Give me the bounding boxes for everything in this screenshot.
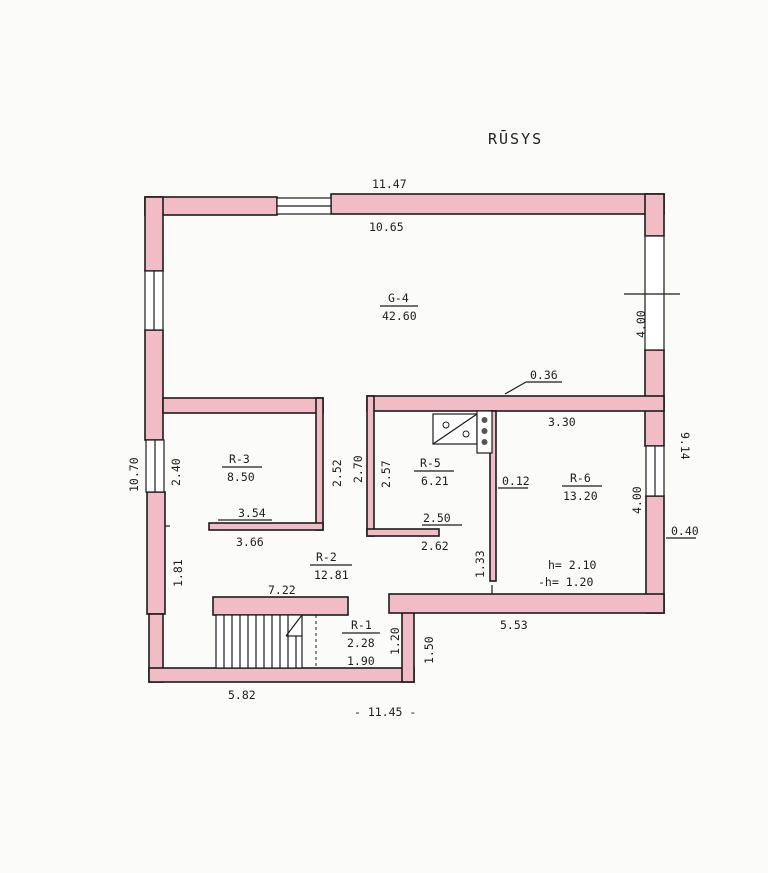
wall-bottom <box>148 667 415 683</box>
dim-r3-width-outer: 3.66 <box>236 535 264 549</box>
svg-text:8.50: 8.50 <box>227 470 255 484</box>
dim-bottom-left: 5.82 <box>228 688 256 702</box>
dimension-lines <box>218 381 696 539</box>
window-right-upper <box>644 235 665 351</box>
outer-walls <box>144 193 665 683</box>
dim-left-overall: 10.70 <box>127 457 141 492</box>
sink-icon <box>476 410 493 454</box>
wall-top-left <box>144 196 278 216</box>
wall-r1-right <box>401 609 415 683</box>
dim-r6-height: 4.00 <box>630 486 644 514</box>
wall-left-lower <box>146 491 166 615</box>
svg-text:R-5: R-5 <box>420 456 441 470</box>
dim-r5-partition: 0.12 <box>502 474 530 488</box>
wall-r3-bottom <box>208 522 324 531</box>
windows <box>144 197 680 497</box>
dim-corridor-height: 2.70 <box>351 455 365 483</box>
room-label-r6: R-6 13.20 <box>562 471 602 503</box>
dim-bottom-overall: - 11.45 - <box>354 705 416 719</box>
wall-top-right <box>330 193 665 215</box>
interior-walls <box>162 395 665 616</box>
dim-r1-width: 1.90 <box>347 654 375 668</box>
svg-text:13.20: 13.20 <box>563 489 598 503</box>
dim-right-wall-thickness: 0.40 <box>671 524 699 538</box>
svg-text:R-3: R-3 <box>229 452 250 466</box>
stove-icon <box>432 413 478 445</box>
dim-r3-width-inner: 3.54 <box>238 506 266 520</box>
svg-text:R-2: R-2 <box>316 550 337 564</box>
height-neg-h: -h= 1.20 <box>538 575 593 589</box>
dim-bottom-right: 5.53 <box>500 618 528 632</box>
svg-text:2.28: 2.28 <box>347 636 375 650</box>
dim-r5-width-outer: 2.62 <box>421 539 449 553</box>
wall-r5-r6-partition <box>489 410 497 582</box>
svg-text:R-6: R-6 <box>570 471 591 485</box>
wall-r3-top <box>162 397 324 414</box>
dim-partition-thickness: 0.36 <box>530 368 558 382</box>
height-h: h= 2.10 <box>548 558 597 572</box>
dim-r6-width: 3.30 <box>548 415 576 429</box>
svg-text:42.60: 42.60 <box>382 309 417 323</box>
wall-right-upper <box>644 193 665 237</box>
dim-r5-width-inner: 2.50 <box>423 511 451 525</box>
dim-r5-height: 2.57 <box>379 460 393 488</box>
dim-middle-height: 1.33 <box>473 550 487 578</box>
room-label-r2: R-2 12.81 <box>310 550 352 582</box>
dim-right-window-height: 4.00 <box>634 310 648 338</box>
room-label-g4: G-4 42.60 <box>380 291 418 323</box>
dim-right-overall: 9.14 <box>678 432 692 460</box>
wall-stair-top <box>212 596 349 616</box>
wall-left-middle <box>144 329 164 441</box>
dim-r1-height: 1.20 <box>388 627 402 655</box>
wall-r5-bottom <box>366 528 440 537</box>
dim-r3-height: 2.40 <box>169 458 183 486</box>
room-label-r5: R-5 6.21 <box>414 456 454 488</box>
room-label-r3: R-3 8.50 <box>222 452 262 484</box>
wall-r5-left <box>366 395 375 537</box>
svg-text:12.81: 12.81 <box>314 568 349 582</box>
wall-bottom-right <box>388 593 665 614</box>
dim-r3-right-wall: 2.52 <box>330 459 344 487</box>
wall-r5-top <box>366 395 665 412</box>
wall-left-upper <box>144 196 164 272</box>
staircase <box>215 614 317 669</box>
room-label-r1: R-1 2.28 <box>342 618 380 650</box>
dim-r1-outer: 1.50 <box>422 636 436 664</box>
svg-text:G-4: G-4 <box>388 291 409 305</box>
dim-stair-wall: 7.22 <box>268 583 296 597</box>
svg-text:6.21: 6.21 <box>421 474 449 488</box>
dim-top-outer: 11.47 <box>372 177 407 191</box>
wall-r3-right <box>315 397 324 531</box>
plan-title: RŪSYS <box>488 129 543 148</box>
dim-top-inner: 10.65 <box>369 220 404 234</box>
svg-text:R-1: R-1 <box>351 618 372 632</box>
dim-left-lower: 1.81 <box>171 559 185 587</box>
